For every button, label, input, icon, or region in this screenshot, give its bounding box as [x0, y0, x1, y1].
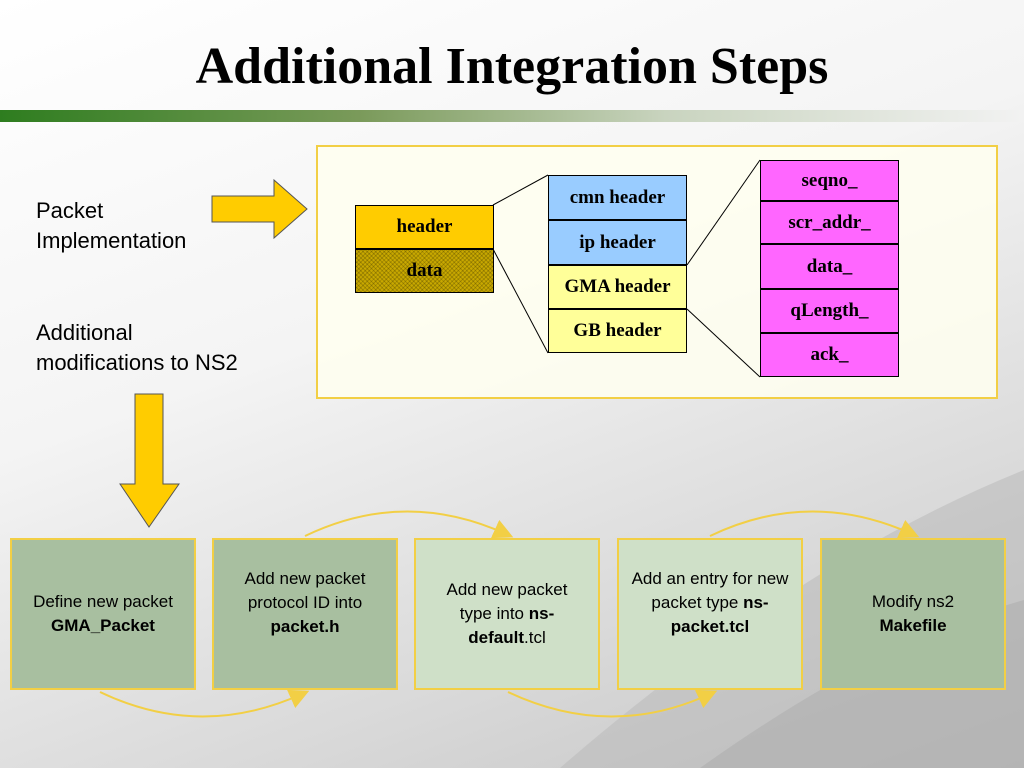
step-2-bold: packet.h: [270, 617, 340, 636]
field-qlength: qLength_: [760, 289, 899, 333]
page-title: Additional Integration Steps: [195, 38, 829, 95]
step-1-bold: GMA_Packet: [51, 616, 155, 635]
step-add-protocol-id: Add new packet protocol ID into packet.h: [212, 538, 398, 690]
step-1-text: Define new packet: [33, 592, 173, 611]
right-arrow-icon: [211, 178, 308, 240]
step-3-text: Add new packet type into: [446, 580, 568, 623]
cmn-header-box: cmn header: [548, 175, 687, 220]
packet-implementation-label: Packet Implementation: [36, 198, 187, 253]
step-2-text: Add new packet protocol ID into: [244, 569, 366, 612]
step-add-entry: Add an entry for new packet type ns-pack…: [617, 538, 803, 690]
step-3-bold: ns-default: [468, 604, 555, 647]
additional-modifications-label: Additional modifications to NS2: [36, 320, 238, 375]
field-data: data_: [760, 244, 899, 289]
ip-header-box: ip header: [548, 220, 687, 265]
step-3-suffix: .tcl: [524, 628, 546, 647]
step-5-bold: Makefile: [879, 616, 947, 635]
step-add-packet-type: Add new packet type into ns-default.tcl: [414, 538, 600, 690]
field-ack: ack_: [760, 333, 899, 377]
field-seqno: seqno_: [760, 160, 899, 201]
packet-data-box: data: [355, 249, 494, 293]
down-arrow-icon: [119, 393, 180, 528]
gma-header-box: GMA header: [548, 265, 687, 309]
title-underline: [0, 110, 1024, 122]
packet-header-box: header: [355, 205, 494, 249]
step-5-text: Modify ns2: [871, 592, 955, 611]
gb-header-box: GB header: [548, 309, 687, 353]
step-4-text: Add an entry for new packet type: [631, 569, 789, 612]
field-scr-addr: scr_addr_: [760, 201, 899, 244]
step-4-bold: ns-packet.tcl: [670, 593, 769, 636]
